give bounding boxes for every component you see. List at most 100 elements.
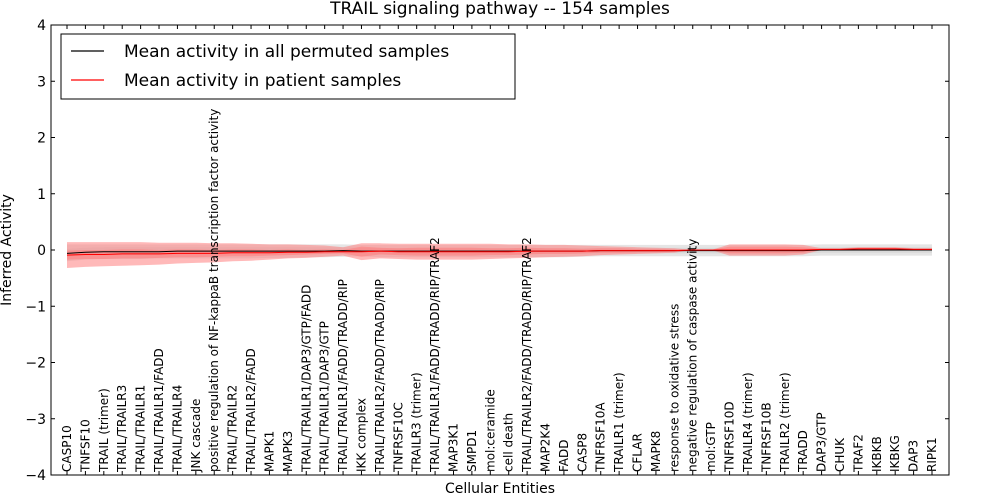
patient-point xyxy=(66,254,68,256)
x-tick-label: TRAIL (trimer) xyxy=(97,388,111,473)
x-tick-label: IKBKB xyxy=(870,436,884,472)
x-tick-label: IKBKG xyxy=(888,435,902,472)
patient-point xyxy=(839,249,841,251)
y-tick-label: 3 xyxy=(37,74,46,90)
x-tick-label: TRAF2 xyxy=(851,434,865,473)
patient-point xyxy=(85,254,87,256)
x-tick-label: TRAIL/TRAILR1/FADD/TRADD/RIP/TRAF2 xyxy=(428,237,442,473)
patient-point xyxy=(858,248,860,250)
x-tick-label: mol:ceramide xyxy=(483,389,497,472)
permuted-point xyxy=(121,251,123,253)
patient-point xyxy=(269,252,271,254)
patient-point xyxy=(563,250,565,252)
patient-point xyxy=(508,251,510,253)
x-tick-label: negative regulation of caspase activity xyxy=(686,239,700,472)
x-tick-label: MAPK8 xyxy=(649,431,663,472)
patient-point xyxy=(729,249,731,251)
patient-point xyxy=(306,252,308,254)
x-tick-label: TRAIL/TRAILR1/DAP3/GTP/FADD xyxy=(299,285,313,473)
y-tick-label: −1 xyxy=(25,299,46,315)
x-tick-label: MAP2K4 xyxy=(539,423,553,472)
y-tick-label: 1 xyxy=(37,187,46,203)
x-tick-label: IKK complex xyxy=(355,398,369,472)
patient-point xyxy=(618,250,620,252)
y-tick-label: 0 xyxy=(37,243,46,259)
x-tick-label: TNFRSF10C xyxy=(391,402,405,473)
x-tick-label: TRAILR4 (trimer) xyxy=(741,372,755,473)
x-tick-label: CHUK xyxy=(833,437,847,472)
x-tick-label: TRAIL/TRAILR4 xyxy=(170,385,184,473)
x-tick-label: TRAIL/TRAILR2 xyxy=(226,385,240,473)
permuted-point xyxy=(103,251,105,253)
patient-point xyxy=(600,250,602,252)
x-tick-label: TRAIL/TRAILR2/FADD xyxy=(244,348,258,473)
patient-point xyxy=(121,253,123,255)
x-tick-label: MAPK1 xyxy=(262,431,276,472)
patient-point xyxy=(894,248,896,250)
legend-label: Mean activity in all permuted samples xyxy=(124,42,449,62)
x-tick-label: DAP3 xyxy=(907,440,921,472)
y-tick-label: 2 xyxy=(37,131,46,147)
patient-point xyxy=(232,252,234,254)
patient-point xyxy=(766,249,768,251)
x-tick-label: JNK cascade xyxy=(189,399,203,473)
permuted-point xyxy=(177,250,179,252)
x-tick-label: MAPK3 xyxy=(281,431,295,472)
x-tick-label: TRAIL/TRAILR2/FADD/TRADD/RIP xyxy=(373,279,387,473)
x-tick-label: TRAIL/TRAILR3 xyxy=(115,385,129,473)
patient-point xyxy=(195,253,197,255)
permuted-mean-line xyxy=(66,249,932,254)
x-tick-label: TRAIL/TRAILR2/FADD/TRADD/RIP/TRAF2 xyxy=(520,237,534,473)
y-axis-label: Inferred Activity xyxy=(0,194,15,306)
permuted-point xyxy=(158,251,160,253)
y-tick-label: −3 xyxy=(25,412,46,428)
patient-point xyxy=(453,251,455,253)
patient-mean-line xyxy=(66,248,932,256)
x-tick-label: TRAILR1 (trimer) xyxy=(612,372,626,473)
x-tick-label: SMPD1 xyxy=(465,430,479,472)
permuted-point xyxy=(250,250,252,252)
x-tick-label: cell death xyxy=(502,413,516,472)
patient-point xyxy=(931,249,933,251)
x-tick-label: TRAILR2 (trimer) xyxy=(778,372,792,473)
patient-point xyxy=(324,251,326,253)
y-tick-label: −4 xyxy=(25,468,46,484)
y-tick-label: −2 xyxy=(25,356,46,372)
x-tick-label: TNFSF10 xyxy=(78,419,92,473)
x-tick-label: mol:GTP xyxy=(704,422,718,472)
patient-point xyxy=(545,250,547,252)
chart-title: TRAIL signaling pathway -- 154 samples xyxy=(329,0,670,19)
permuted-point xyxy=(140,251,142,253)
x-tick-label: TNFRSF10D xyxy=(723,401,737,473)
patient-point xyxy=(177,253,179,255)
x-tick-label: TRAIL/TRAILR1/FADD/TRADD/RIP xyxy=(336,279,350,473)
x-tick-label: TNFRSF10A xyxy=(594,402,608,473)
patient-point xyxy=(342,251,344,253)
x-tick-label: RIPK1 xyxy=(925,437,939,472)
y-tick-label: 4 xyxy=(37,18,46,34)
patient-point xyxy=(637,250,639,252)
patient-point xyxy=(158,253,160,255)
x-tick-label: response to oxidative stress xyxy=(667,304,681,472)
patient-point xyxy=(582,250,584,252)
x-tick-label: DAP3/GTP xyxy=(815,412,829,472)
patient-point xyxy=(471,251,473,253)
permuted-point xyxy=(195,250,197,252)
x-tick-label: FADD xyxy=(557,440,571,473)
x-tick-label: TRAIL/TRAILR1/DAP3/GTP xyxy=(318,321,332,473)
permuted-point xyxy=(66,253,68,255)
patient-point xyxy=(655,250,657,252)
patient-point xyxy=(913,249,915,251)
patient-point xyxy=(802,249,804,251)
x-tick-label: CFLAR xyxy=(631,433,645,472)
x-tick-label: CASP8 xyxy=(575,433,589,472)
legend-box xyxy=(60,33,516,100)
permuted-point xyxy=(85,252,87,254)
patient-point xyxy=(103,254,105,256)
patient-point xyxy=(784,249,786,251)
x-tick-label: TRAIL/TRAILR1/FADD xyxy=(152,348,166,473)
x-tick-label: TRAILR3 (trimer) xyxy=(410,372,424,473)
x-tick-label: TRADD xyxy=(796,430,810,473)
